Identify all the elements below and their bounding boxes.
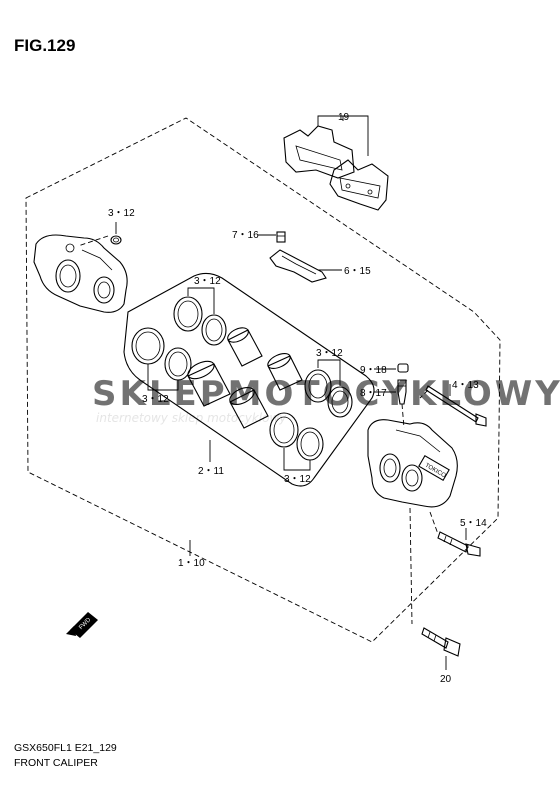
seal-ring-5	[304, 369, 332, 403]
caliper-assembly-outline	[25, 117, 501, 643]
caliper-body-right: TOKICO	[367, 419, 458, 508]
callout-20: 20	[440, 674, 452, 685]
callout-3-12-mid-right: 3・12	[316, 348, 343, 359]
watermark-sub-text: internetowy sklep motocyklowy	[96, 411, 287, 425]
pad-pin-bolt	[276, 231, 286, 243]
seal-ring-2	[201, 314, 227, 346]
watermark: SKLEPMOTOCYKLOWY.PL internetowy sklep mo…	[92, 374, 560, 425]
callout-19: 19	[338, 112, 350, 123]
callout-2-11: 2・11	[198, 466, 224, 477]
callout-4-13: 4・13	[452, 380, 479, 391]
seal-ring-6	[327, 386, 353, 418]
callout-3-12-left-lower: 3・12	[142, 394, 169, 405]
callout-3-12-left: 3・12	[108, 208, 135, 219]
seal-ring-3	[131, 327, 165, 365]
brake-pad-front	[283, 125, 355, 179]
forward-arrow-icon: FWD	[66, 612, 98, 638]
caliper-body-left	[33, 234, 128, 313]
callout-3-12-top: 3・12	[194, 276, 221, 287]
callout-3-12-bottom: 3・12	[284, 474, 311, 485]
piston-4	[229, 387, 269, 429]
callout-1-10: 1・10	[178, 558, 205, 569]
figure-title: FIG.129	[14, 36, 76, 55]
seal-ring-7	[269, 412, 299, 448]
callout-8-17: 8・17	[360, 388, 387, 399]
brake-pad-rear	[329, 159, 389, 211]
model-code: GSX650FL1 E21_129	[14, 742, 117, 754]
callout-9-18: 9・18	[360, 365, 387, 376]
bracket-bolt	[437, 531, 481, 557]
mounting-bolt	[421, 627, 461, 657]
piston-2	[187, 360, 231, 407]
figure-name: FRONT CALIPER	[14, 757, 98, 769]
seal-ring-1	[173, 296, 203, 332]
piston-kit-outline	[123, 272, 375, 487]
o-ring-small	[110, 235, 122, 245]
callout-7-16: 7・16	[232, 230, 259, 241]
brake-pad-set	[283, 115, 389, 211]
callout-5-14: 5・14	[460, 518, 487, 529]
callout-6-15: 6・15	[344, 266, 371, 277]
piston-3	[267, 353, 303, 391]
piston-kit-contents	[131, 296, 353, 461]
pad-pin	[425, 385, 487, 427]
bleeder-valve	[397, 379, 407, 405]
pad-spring	[269, 249, 327, 283]
bleeder-cap	[397, 363, 409, 373]
piston-1	[227, 327, 263, 367]
